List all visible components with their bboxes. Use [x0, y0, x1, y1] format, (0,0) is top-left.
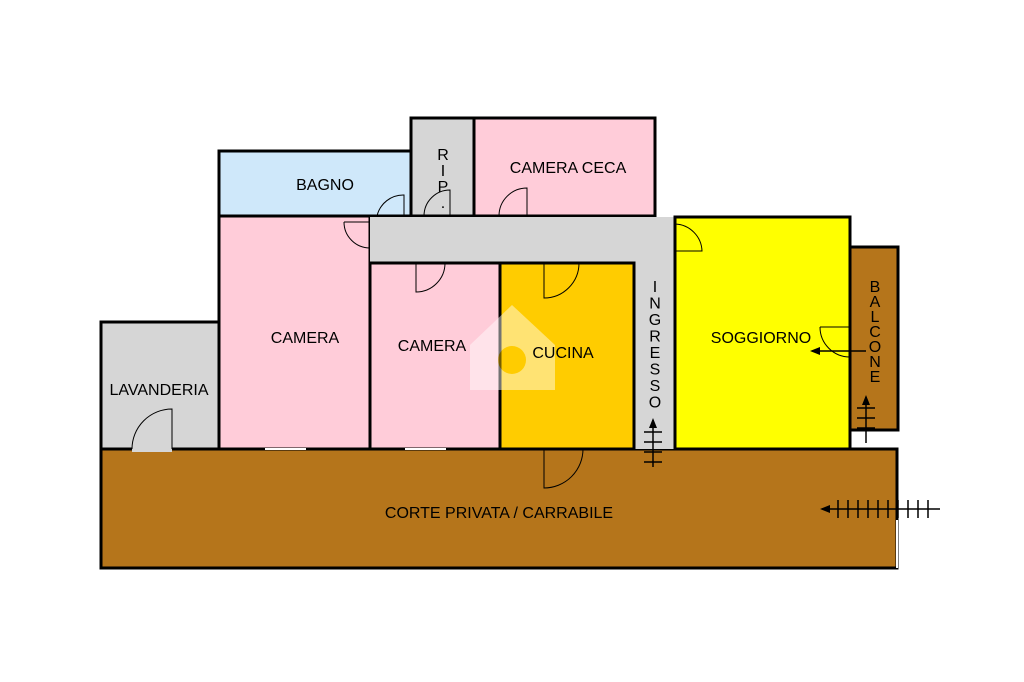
arrow-balcone-icon: [857, 395, 875, 443]
house-logo-icon: [470, 305, 555, 390]
ingresso-area: [634, 217, 675, 449]
label-cucina: CUCINA: [532, 345, 594, 362]
label-corte: CORTE PRIVATA / CARRABILE: [385, 505, 613, 522]
arrow-ingresso-icon: [644, 418, 662, 467]
bagno-area: [217, 149, 413, 218]
label-camera-ceca: CAMERA CECA: [510, 160, 627, 177]
label-camera-1: CAMERA: [271, 330, 340, 347]
cucina-area: [498, 261, 636, 451]
corridoio-area: [370, 217, 675, 263]
ripostiglio-area: [409, 116, 476, 218]
arrow-soggiorno-icon: [810, 347, 866, 355]
arrow-carrabile-icon: [820, 500, 940, 518]
label-lavanderia: LAVANDERIA: [110, 382, 209, 399]
label-soggiorno: SOGGIORNO: [711, 330, 811, 347]
balcone-area: [848, 245, 900, 432]
label-bagno: BAGNO: [296, 177, 354, 194]
label-camera-2: CAMERA: [398, 338, 467, 355]
doors: [131, 187, 898, 568]
corte-area: [99, 447, 899, 570]
